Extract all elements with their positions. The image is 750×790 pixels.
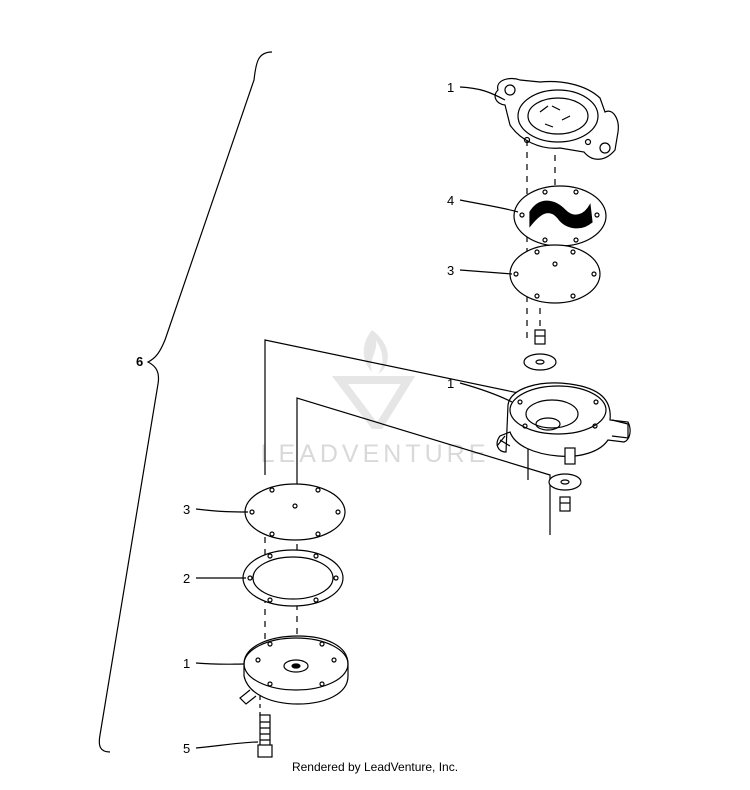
footer-credit: Rendered by LeadVenture, Inc. [291, 760, 459, 774]
center-pump-body [496, 382, 631, 465]
bottom-pump-base [239, 635, 349, 705]
callout-center-body: 1 [447, 376, 454, 391]
top-diaphragm [509, 244, 601, 304]
lower-check-valve [548, 473, 582, 512]
watermark-text: LEADVENTURE [261, 440, 490, 468]
callout-lower-diaphragm: 3 [183, 502, 190, 517]
callout-top-body: 1 [447, 80, 454, 95]
flame-logo-icon [331, 330, 416, 429]
callout-screw: 5 [183, 741, 190, 756]
callout-bottom-body: 1 [183, 656, 190, 671]
leader-lines [195, 86, 519, 749]
check-valve-fitting [523, 329, 557, 371]
callout-assembly: 6 [136, 354, 143, 369]
top-gasket [513, 185, 607, 247]
lower-diaphragm [244, 483, 346, 541]
lower-gasket [242, 549, 344, 607]
callout-top-diaphragm: 3 [447, 263, 454, 278]
screw [257, 714, 273, 758]
callout-top-gasket: 4 [447, 193, 454, 208]
watermark: LEADVENTURE [261, 330, 490, 468]
callout-lower-gasket: 2 [183, 571, 190, 586]
assembly-brace [98, 51, 273, 753]
callouts: 1 4 3 1 3 2 1 5 6 [136, 80, 454, 756]
top-pump-cover [494, 77, 619, 160]
